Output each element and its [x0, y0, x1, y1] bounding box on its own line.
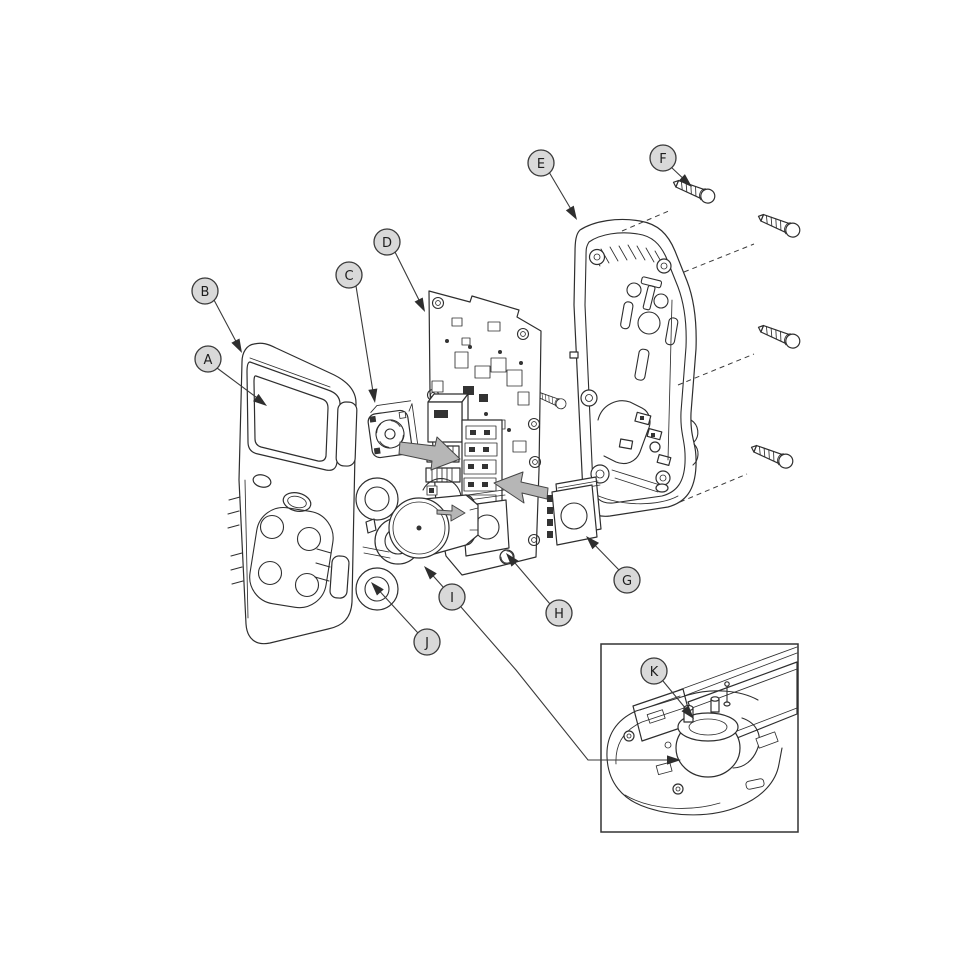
insert-arrow-left — [398, 436, 461, 471]
callout-h: H — [545, 599, 573, 627]
callout-c: C — [335, 261, 363, 289]
callout-d: D — [373, 228, 401, 256]
leader-lines — [213, 166, 698, 765]
callout-g-letter: G — [622, 574, 632, 589]
push-button — [282, 492, 312, 512]
side-clip-upper — [335, 401, 358, 467]
callout-c-letter: C — [344, 269, 353, 284]
rear-shell-pump-seat — [589, 299, 679, 505]
pump-installed — [675, 681, 760, 778]
rear-shell-cutouts — [620, 276, 679, 381]
callout-k: K — [640, 657, 668, 685]
rear-enclosure — [569, 218, 699, 517]
rear-shell-side-bumps — [690, 419, 699, 466]
callout-k-letter: K — [650, 665, 659, 680]
callout-h-letter: H — [554, 607, 564, 622]
pump-assembly — [388, 478, 479, 559]
callout-b-letter: B — [201, 285, 210, 300]
rear-shell-side-tab — [569, 351, 579, 359]
sensor-filter — [547, 476, 602, 546]
insertion-arrows — [398, 436, 549, 522]
sensor-grille — [249, 506, 334, 609]
insert-arrow-small — [436, 504, 466, 522]
screw-right-3 — [748, 440, 796, 471]
screw-right-2 — [755, 320, 803, 351]
callouts: A B C D E F G H — [191, 144, 677, 685]
callout-a-letter: A — [204, 353, 213, 368]
callout-i-letter: I — [450, 591, 454, 606]
side-clip-lower — [329, 555, 350, 599]
callout-j-letter: J — [424, 636, 429, 651]
circuit-board — [425, 290, 542, 576]
pump-detail-inset — [600, 643, 799, 833]
front-enclosure — [227, 342, 358, 645]
indicator-window — [252, 474, 272, 488]
callout-a: A — [194, 345, 222, 373]
grip-ribs — [227, 496, 332, 585]
callout-e-letter: E — [537, 157, 545, 172]
callout-b: B — [191, 277, 219, 305]
screw-top — [670, 175, 718, 206]
insert-arrow-right — [493, 471, 549, 504]
callout-f-letter: F — [659, 152, 666, 167]
callout-d-letter: D — [382, 236, 392, 251]
callout-f: F — [649, 144, 677, 172]
leader-i-to-inset — [460, 606, 678, 761]
display-screen — [253, 375, 329, 462]
screw-right-1 — [755, 209, 803, 240]
callout-i: I — [438, 583, 466, 611]
callout-j: J — [413, 628, 441, 656]
callout-g: G — [613, 566, 641, 594]
callout-e: E — [527, 149, 555, 177]
